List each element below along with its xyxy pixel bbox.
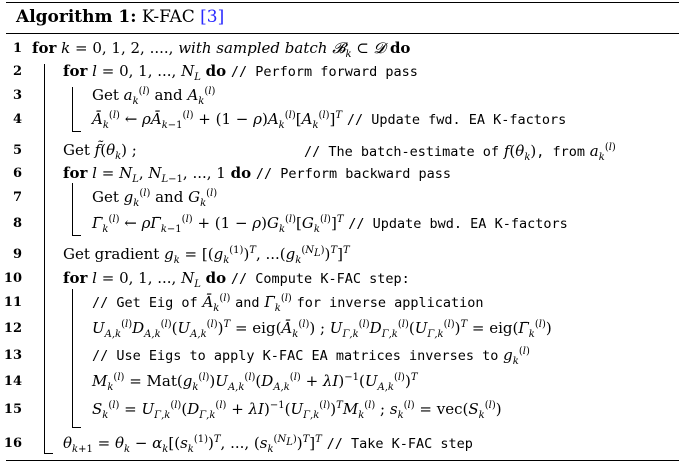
- line-number: 8: [12, 216, 22, 231]
- line-number: 3: [12, 88, 22, 103]
- caption-citation[interactable]: [3]: [200, 7, 225, 27]
- block-bar-kfac-end: [72, 427, 81, 428]
- block-bar-forward: [72, 87, 73, 131]
- block-bar-forward-end: [72, 131, 81, 132]
- line-text: Get f̃(θk) ;: [63, 141, 137, 162]
- line-text: for l = 0, 1, ..., NL do // Compute K-FA…: [63, 269, 410, 290]
- line-number: 5: [12, 143, 22, 158]
- line-text: Sk(l) = UΓ,k(l)(DΓ,k(l) + λI)−1(UΓ,k(l))…: [92, 400, 502, 421]
- algorithm-line: 13 // Use Eigs to apply K-FAC EA matrice…: [0, 344, 685, 370]
- line-number: 11: [3, 295, 22, 310]
- algorithm-line: 7 Get gk(l) and Gk(l): [0, 186, 685, 212]
- line-number: 15: [3, 402, 22, 417]
- algorithm-caption: Algorithm 1: K-FAC [3]: [16, 7, 224, 27]
- line-number: 14: [3, 374, 22, 389]
- algorithm-line: 10 for l = 0, 1, ..., NL do // Compute K…: [0, 267, 685, 293]
- line-number: 1: [12, 41, 22, 56]
- line-text: for l = NL, NL−1, ..., 1 do // Perform b…: [63, 164, 451, 185]
- line-text: for k = 0, 1, 2, ...., with sampled batc…: [32, 39, 411, 60]
- line-text: for l = 0, 1, ..., NL do // Perform forw…: [63, 62, 418, 83]
- algorithm-line: 8 Γ̄k(l) ← ρΓ̄k−1(l) + (1 − ρ)Gk(l)[Gk(l…: [0, 212, 685, 238]
- algorithm-line: 5 Get f̃(θk) ; // The batch-estimate of …: [0, 139, 685, 165]
- algorithm-line: 2 for l = 0, 1, ..., NL do // Perform fo…: [0, 60, 685, 86]
- caption-name: K-FAC: [141, 7, 195, 27]
- line-comment: // The batch-estimate of f(θk), from ak(…: [304, 142, 616, 163]
- line-text: Āk(l) ← ρĀk−1(l) + (1 − ρ)Ak(l)[Ak(l)]T …: [92, 110, 567, 131]
- line-text: UA,k(l)DA,k(l)(UA,k(l))T = eig(Āk(l)) ; …: [92, 319, 552, 340]
- block-bar-kfac: [72, 289, 73, 427]
- block-bar-outer-end: [44, 453, 53, 454]
- line-text: Mk(l) = Mat(gk(l))UA,k(l)(DA,k(l) + λI)−…: [92, 372, 418, 393]
- line-text: θk+1 = θk − αk[(sk(1))T, ..., (sk(NL))T]…: [63, 434, 473, 455]
- line-text: Get gk(l) and Gk(l): [92, 188, 218, 209]
- algorithm-line: 15 Sk(l) = UΓ,k(l)(DΓ,k(l) + λI)−1(UΓ,k(…: [0, 398, 685, 424]
- caption-rule: [6, 33, 679, 34]
- block-bar-outer: [44, 64, 45, 453]
- algorithm-line: 1 for k = 0, 1, 2, ...., with sampled ba…: [0, 37, 685, 63]
- block-bar-backward-end: [72, 235, 81, 236]
- line-number: 4: [12, 112, 22, 127]
- algorithm-line: 12 UA,k(l)DA,k(l)(UA,k(l))T = eig(Āk(l))…: [0, 317, 685, 343]
- algorithm-line: 11 // Get Eig of Āk(l) and Γ̄k(l) for in…: [0, 291, 685, 317]
- line-text: Γ̄k(l) ← ρΓ̄k−1(l) + (1 − ρ)Gk(l)[Gk(l)]…: [92, 214, 568, 235]
- line-number: 2: [12, 64, 22, 79]
- line-text: // Use Eigs to apply K-FAC EA matrices i…: [92, 346, 530, 367]
- top-rule: [6, 2, 679, 3]
- line-text: // Get Eig of Āk(l) and Γ̄k(l) for inver…: [92, 293, 484, 314]
- line-text: Get ak(l) and Ak(l): [92, 86, 216, 107]
- algorithm-line: 6 for l = NL, NL−1, ..., 1 do // Perform…: [0, 162, 685, 188]
- algorithm-line: 14 Mk(l) = Mat(gk(l))UA,k(l)(DA,k(l) + λ…: [0, 370, 685, 396]
- algorithm-line: 16 θk+1 = θk − αk[(sk(1))T, ..., (sk(NL)…: [0, 432, 685, 458]
- line-text: Get gradient gk = [(gk(1))T, ...(gk(NL))…: [63, 245, 350, 266]
- line-number: 9: [12, 247, 22, 262]
- algorithm-line: 4 Āk(l) ← ρĀk−1(l) + (1 − ρ)Ak(l)[Ak(l)]…: [0, 108, 685, 134]
- caption-label: Algorithm 1:: [16, 7, 137, 27]
- algorithm-line: 3 Get ak(l) and Ak(l): [0, 84, 685, 110]
- bottom-rule: [6, 460, 679, 461]
- line-number: 12: [3, 321, 22, 336]
- line-number: 6: [12, 166, 22, 181]
- algorithm-line: 9 Get gradient gk = [(gk(1))T, ...(gk(NL…: [0, 243, 685, 269]
- line-number: 10: [3, 271, 22, 286]
- line-number: 16: [3, 436, 22, 451]
- block-bar-backward: [72, 183, 73, 235]
- line-number: 7: [12, 190, 22, 205]
- line-number: 13: [3, 348, 22, 363]
